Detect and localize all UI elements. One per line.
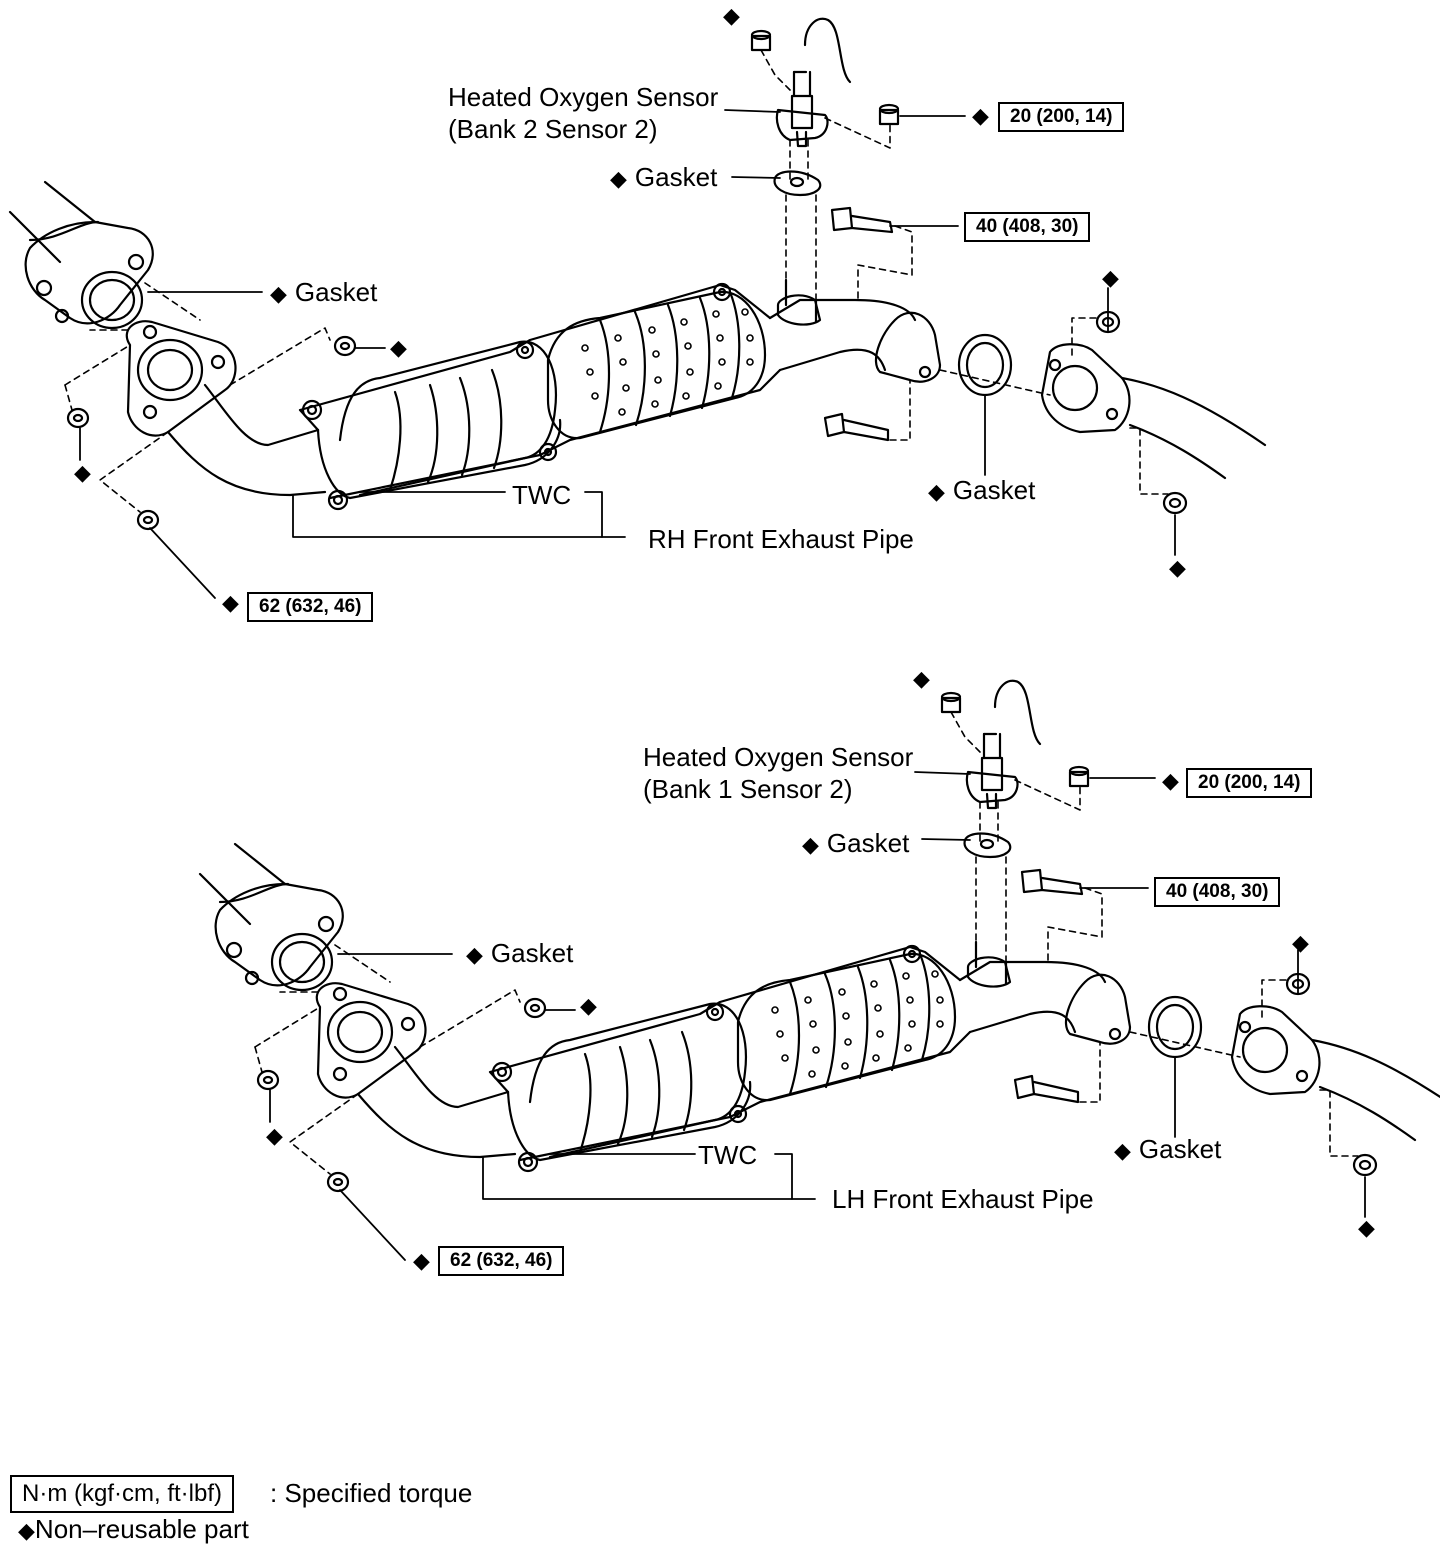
lh-pipe-label: LH Front Exhaust Pipe [832, 1184, 1094, 1214]
torque-unit-text: : Specified torque [270, 1478, 473, 1508]
nonreusable-icon: ◆ [1114, 1138, 1131, 1163]
lh-sensor-label-line1: Heated Oxygen Sensor [643, 742, 914, 772]
nonreusable-icon: ◆ [802, 832, 819, 857]
nonreusable-icon: ◆ [74, 460, 91, 485]
rh-bolt-torque: 40 (408, 30) [964, 212, 1091, 242]
nonreusable-icon: ◆ [413, 1248, 430, 1273]
nonreusable-icon: ◆ [222, 590, 239, 615]
rh-sensor-label-line1: Heated Oxygen Sensor [448, 82, 719, 112]
nonreusable-icon: ◆ [18, 1518, 35, 1543]
nonreusable-icon: ◆ [928, 479, 945, 504]
nonreusable-icon: ◆ [270, 281, 287, 306]
rh-front-gasket-label: ◆Gasket [270, 277, 378, 307]
lh-front-gasket-label: ◆Gasket [466, 938, 574, 968]
nonreusable-icon: ◆ [1292, 930, 1309, 955]
nonreusable-icon: ◆ [913, 666, 930, 691]
nonreusable-icon: ◆ [466, 942, 483, 967]
nonreusable-icon: ◆ [1358, 1215, 1375, 1240]
lh-rear-gasket-label: ◆Gasket [1114, 1134, 1222, 1164]
nonreusable-icon: ◆ [1162, 768, 1179, 793]
rh-twc-label: TWC [512, 480, 572, 510]
nonreusable-icon: ◆ [1102, 265, 1119, 290]
rh-sensor-gasket-label: ◆Gasket [610, 162, 718, 192]
torque-unit-box: N·m (kgf·cm, ft·lbf) [10, 1475, 234, 1513]
nonreusable-icon: ◆ [266, 1123, 283, 1148]
lh-twc-label: TWC [698, 1140, 758, 1170]
nonreusable-icon: ◆ [723, 3, 740, 28]
nonreusable-legend: ◆Non–reusable part [18, 1514, 249, 1544]
nonreusable-icon: ◆ [972, 103, 989, 128]
lh-sensor-nut-torque: 20 (200, 14) [1186, 768, 1313, 798]
rh-flange-nut-torque: 62 (632, 46) [247, 592, 374, 622]
lh-flange-nut-torque: 62 (632, 46) [438, 1246, 565, 1276]
nonreusable-icon: ◆ [390, 335, 407, 360]
rh-pipe-label: RH Front Exhaust Pipe [648, 524, 914, 554]
rh-sensor-nut-torque: 20 (200, 14) [998, 102, 1125, 132]
nonreusable-icon: ◆ [610, 166, 627, 191]
lh-bolt-torque: 40 (408, 30) [1154, 877, 1281, 907]
nonreusable-icon: ◆ [580, 993, 597, 1018]
rh-rear-gasket-label: ◆Gasket [928, 475, 1036, 505]
lh-sensor-gasket-label: ◆Gasket [802, 828, 910, 858]
lh-sensor-label-line2: (Bank 1 Sensor 2) [643, 774, 853, 804]
nonreusable-icon: ◆ [1169, 555, 1186, 580]
rh-sensor-label-line2: (Bank 2 Sensor 2) [448, 114, 658, 144]
